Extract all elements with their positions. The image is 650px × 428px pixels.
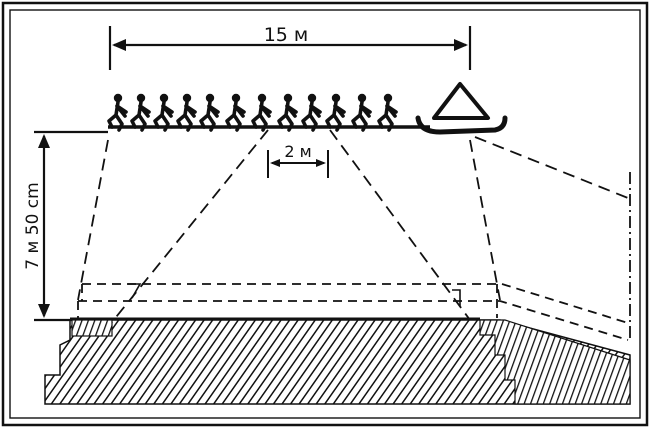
worker-figure xyxy=(325,92,346,132)
ground-mass xyxy=(44,319,631,405)
ground-right-steps xyxy=(479,319,631,405)
workers-group xyxy=(107,92,398,132)
left-block xyxy=(71,319,113,337)
ramp-slopes xyxy=(77,129,629,323)
sledge xyxy=(415,115,508,135)
worker-figure xyxy=(153,92,174,132)
width-top-dimension xyxy=(108,26,472,70)
stone-block xyxy=(432,82,490,120)
height-label: 7 м 50 cm xyxy=(23,182,43,269)
dashed-layers xyxy=(77,283,629,341)
width-mid-dimension xyxy=(267,150,329,178)
worker-figure xyxy=(251,92,272,132)
height-dimension xyxy=(34,130,108,322)
worker-figure xyxy=(225,92,246,132)
ramp-base-markers xyxy=(128,283,461,306)
worker-figure xyxy=(377,92,398,132)
worker-figure xyxy=(130,92,151,132)
worker-figure xyxy=(176,92,197,132)
worker-figure xyxy=(199,92,220,132)
width-top-label: 15 м xyxy=(264,24,309,46)
inner-frame xyxy=(9,9,641,419)
worker-figure xyxy=(301,92,322,132)
worker-figure xyxy=(277,92,298,132)
worker-figure xyxy=(351,92,372,132)
width-mid-label: 2 м xyxy=(284,142,311,161)
worker-figure xyxy=(107,92,128,132)
